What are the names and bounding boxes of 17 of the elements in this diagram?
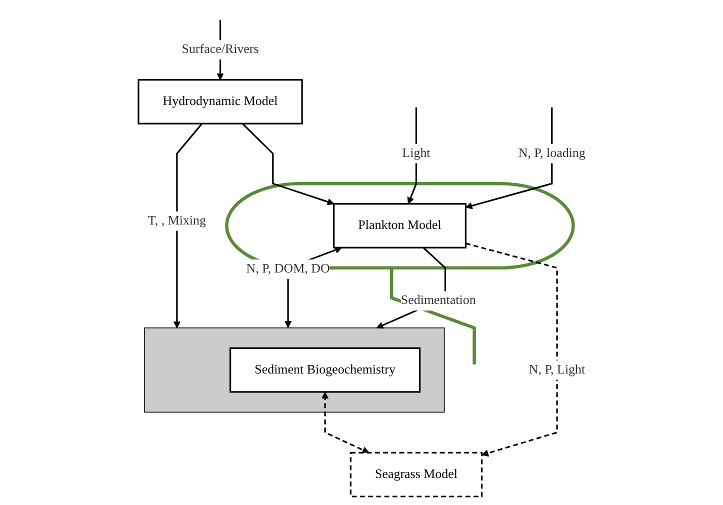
arrow	[464, 107, 552, 210]
edge-label: Light	[402, 146, 430, 160]
node-box: Sediment Biogeochemistry	[229, 347, 420, 393]
edge-label: N, P, loading	[518, 146, 585, 160]
arrow	[321, 392, 369, 454]
edge-label: N, P, DOM, DO	[246, 262, 330, 276]
arrow	[241, 123, 334, 206]
cluster	[144, 327, 444, 413]
arrow	[172, 123, 202, 328]
node-box: Seagrass Model	[349, 452, 482, 498]
node-box: Hydrodynamic Model	[137, 79, 302, 124]
node-box: Plankton Model	[332, 203, 466, 248]
edge-label: T, , Mixing	[147, 214, 206, 228]
edge-label: N, P, Light	[528, 362, 585, 377]
edge-label: Surface/Rivers	[181, 42, 258, 56]
arrow	[465, 242, 558, 457]
edge-label: Sedimentation	[400, 294, 476, 308]
